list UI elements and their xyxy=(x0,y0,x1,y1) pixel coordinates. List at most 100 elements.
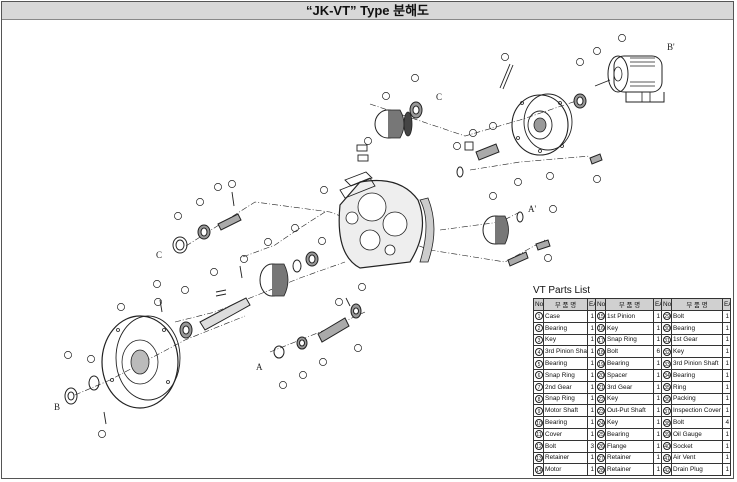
part-number: 27 xyxy=(595,451,606,465)
part-number-circle: 41 xyxy=(663,453,671,462)
part-quantity: 1 xyxy=(653,404,662,418)
part-number-circle: 23 xyxy=(597,406,605,415)
part-quantity: 3 xyxy=(587,439,596,453)
part-number-circle: 28 xyxy=(597,465,605,474)
part-quantity: 1 xyxy=(587,427,596,441)
part-quantity: 1 xyxy=(587,357,596,370)
part-quantity: 1 xyxy=(722,404,731,418)
part-quantity: 1 xyxy=(722,357,731,370)
header-no: No xyxy=(533,298,544,311)
part-quantity: 1 xyxy=(587,368,596,382)
part-number-circle: 7 xyxy=(535,383,543,392)
part-number-circle: 24 xyxy=(597,418,605,427)
part-name: 3rd Pinion Shaft xyxy=(543,345,588,359)
part-number-circle: 11 xyxy=(535,430,543,439)
part-quantity: 1 xyxy=(653,416,662,429)
part-name: Key xyxy=(543,333,588,347)
part-number-circle: 4 xyxy=(535,347,543,356)
part-number-circle: 19 xyxy=(597,359,605,368)
part-name: Bearing xyxy=(671,368,723,382)
part-name: Retainer xyxy=(605,463,654,477)
part-quantity: 1 xyxy=(587,416,596,429)
part-quantity: 1 xyxy=(653,451,662,465)
part-number: 3 xyxy=(533,333,544,347)
part-number: 28 xyxy=(595,463,606,477)
bearings-drawing xyxy=(64,93,587,405)
gears-drawing xyxy=(259,109,509,297)
parts-list-title: VT Parts List xyxy=(533,285,591,296)
page-title: “JK-VT” Type 분해도 xyxy=(2,2,733,20)
part-quantity: 1 xyxy=(722,345,731,359)
part-number-circle: 1 xyxy=(535,312,543,321)
view-label-b-right: B' xyxy=(667,42,675,52)
part-number: 31 xyxy=(661,333,672,347)
part-name: Bearing xyxy=(605,357,654,370)
header-ea: EA xyxy=(587,298,596,311)
part-name: Motor xyxy=(543,463,588,477)
part-number-circle: 39 xyxy=(663,430,671,439)
part-number-circle: 3 xyxy=(535,335,543,344)
parts-list: VT Parts List No 부 품 명 EA No 부 품 명 EA No… xyxy=(533,284,731,477)
part-number: 25 xyxy=(595,427,606,441)
part-name: Inspection Cover xyxy=(671,404,723,418)
part-quantity: 1 xyxy=(722,392,731,406)
part-quantity: 1 xyxy=(587,404,596,418)
header-name: 부 품 명 xyxy=(543,298,588,311)
part-number: 41 xyxy=(661,451,672,465)
part-quantity: 1 xyxy=(722,368,731,382)
front-cover-drawing xyxy=(101,315,181,409)
assembly-lines xyxy=(74,97,591,396)
part-number-circle: 40 xyxy=(663,442,671,451)
case-drawing xyxy=(338,179,435,269)
part-number: 23 xyxy=(595,404,606,418)
part-number-circle: 30 xyxy=(663,324,671,333)
part-number-circle: 5 xyxy=(535,359,543,368)
part-number: 14 xyxy=(533,463,544,477)
part-name: Snap Ring xyxy=(543,368,588,382)
header-no: No xyxy=(661,298,672,311)
part-number-circle: 33 xyxy=(663,359,671,368)
part-quantity: 1 xyxy=(722,439,731,453)
part-number-circle: 13 xyxy=(535,453,543,462)
part-number: 33 xyxy=(661,357,672,370)
part-name: 1st Pinion xyxy=(605,310,654,323)
part-name: Bolt xyxy=(671,416,723,429)
part-number-circle: 6 xyxy=(535,371,543,380)
part-number: 29 xyxy=(661,310,672,323)
shafts-drawing xyxy=(199,143,603,343)
parts-table-header: No 부 품 명 EA No 부 품 명 EA No 부 품 명 EA xyxy=(533,298,731,311)
part-number-circle: 15 xyxy=(597,312,605,321)
part-number: 24 xyxy=(595,416,606,429)
part-number-circle: 2 xyxy=(535,324,543,333)
part-quantity: 1 xyxy=(587,310,596,323)
callout-bubbles xyxy=(64,34,626,438)
part-name: Bearing xyxy=(543,321,588,335)
part-name: Oil Gauge xyxy=(671,427,723,441)
part-quantity: 1 xyxy=(722,427,731,441)
part-name: Cover xyxy=(543,427,588,441)
part-name: Retainer xyxy=(543,451,588,465)
part-name: Key xyxy=(671,345,723,359)
part-quantity: 1 xyxy=(587,345,596,359)
part-name: Bolt xyxy=(543,439,588,453)
part-number: 4 xyxy=(533,345,544,359)
part-number-circle: 25 xyxy=(597,430,605,439)
part-number: 34 xyxy=(661,368,672,382)
header-name: 부 품 명 xyxy=(605,298,654,311)
part-name: Packing xyxy=(671,392,723,406)
part-name: 2nd Gear xyxy=(543,380,588,394)
part-number-circle: 21 xyxy=(597,383,605,392)
part-quantity: 1 xyxy=(722,451,731,465)
part-quantity: 1 xyxy=(587,380,596,394)
part-quantity: 1 xyxy=(587,333,596,347)
part-number: 35 xyxy=(661,380,672,394)
part-number: 13 xyxy=(533,451,544,465)
